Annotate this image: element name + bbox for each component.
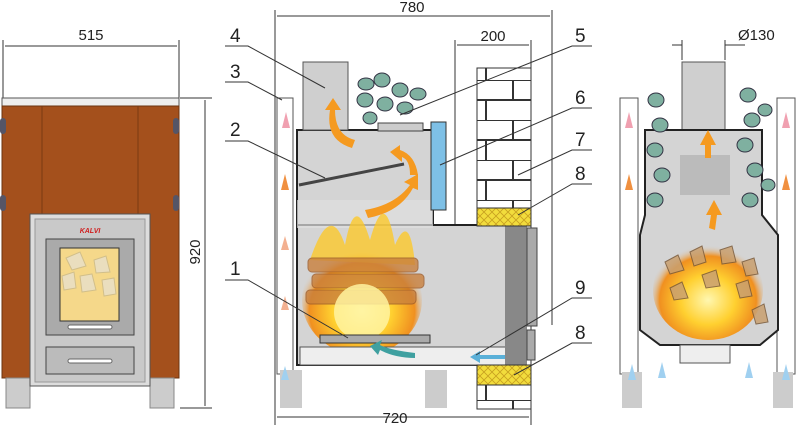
front-section: Ø130	[619, 27, 796, 408]
sauna-stones-front	[646, 87, 776, 208]
callout-8-bottom: 8	[575, 323, 586, 344]
callout-4: 4	[230, 26, 241, 47]
hot-gas-arrows-front	[700, 130, 722, 230]
callout-3: 3	[230, 62, 241, 83]
brick-wall	[476, 67, 532, 209]
callout-7: 7	[575, 130, 586, 151]
front-view: 515 KALVI 920	[0, 27, 212, 409]
stove-top-plate	[1, 97, 180, 107]
side-section: 780 200 720	[274, 0, 553, 427]
deflector	[298, 162, 405, 187]
door-frame	[505, 225, 527, 365]
dim-height: 920	[187, 239, 204, 264]
hot-gas-arrows	[325, 98, 418, 218]
dim-front-width: 515	[78, 27, 103, 44]
dim-chimney-diameter: Ø130	[738, 27, 775, 44]
fire-door[interactable]	[526, 227, 538, 327]
callout-6: 6	[575, 88, 586, 109]
convection-arrows-front	[625, 112, 790, 190]
callout-9: 9	[575, 278, 586, 299]
convection-arrows	[281, 112, 290, 380]
leg	[5, 377, 31, 409]
chimney-pipe	[302, 61, 349, 131]
dim-base-depth: 720	[382, 410, 407, 427]
chimney-pipe	[681, 61, 726, 133]
callout-2: 2	[230, 120, 241, 141]
sauna-stones	[356, 72, 427, 125]
water-tank	[430, 121, 447, 211]
callout-1: 1	[230, 259, 241, 280]
firewood-front	[664, 245, 769, 325]
leg	[149, 377, 175, 409]
callout-8-top: 8	[575, 164, 586, 185]
grate	[319, 334, 431, 344]
callout-5: 5	[575, 26, 586, 47]
door-handle[interactable]	[67, 324, 113, 330]
dim-wall-thickness: 200	[480, 28, 505, 45]
dim-total-depth: 780	[399, 0, 424, 16]
drawer-handle[interactable]	[67, 358, 113, 364]
ash-pan-front	[679, 344, 731, 364]
insulation-bottom	[476, 364, 532, 386]
brand-logo: KALVI	[80, 228, 102, 235]
insulation-top	[476, 207, 532, 227]
air-intake-arrows	[370, 340, 505, 363]
air-arrows-front	[628, 362, 790, 380]
callout-labels: 4 3 2 1 5 6 7 8 9 8	[225, 26, 592, 376]
